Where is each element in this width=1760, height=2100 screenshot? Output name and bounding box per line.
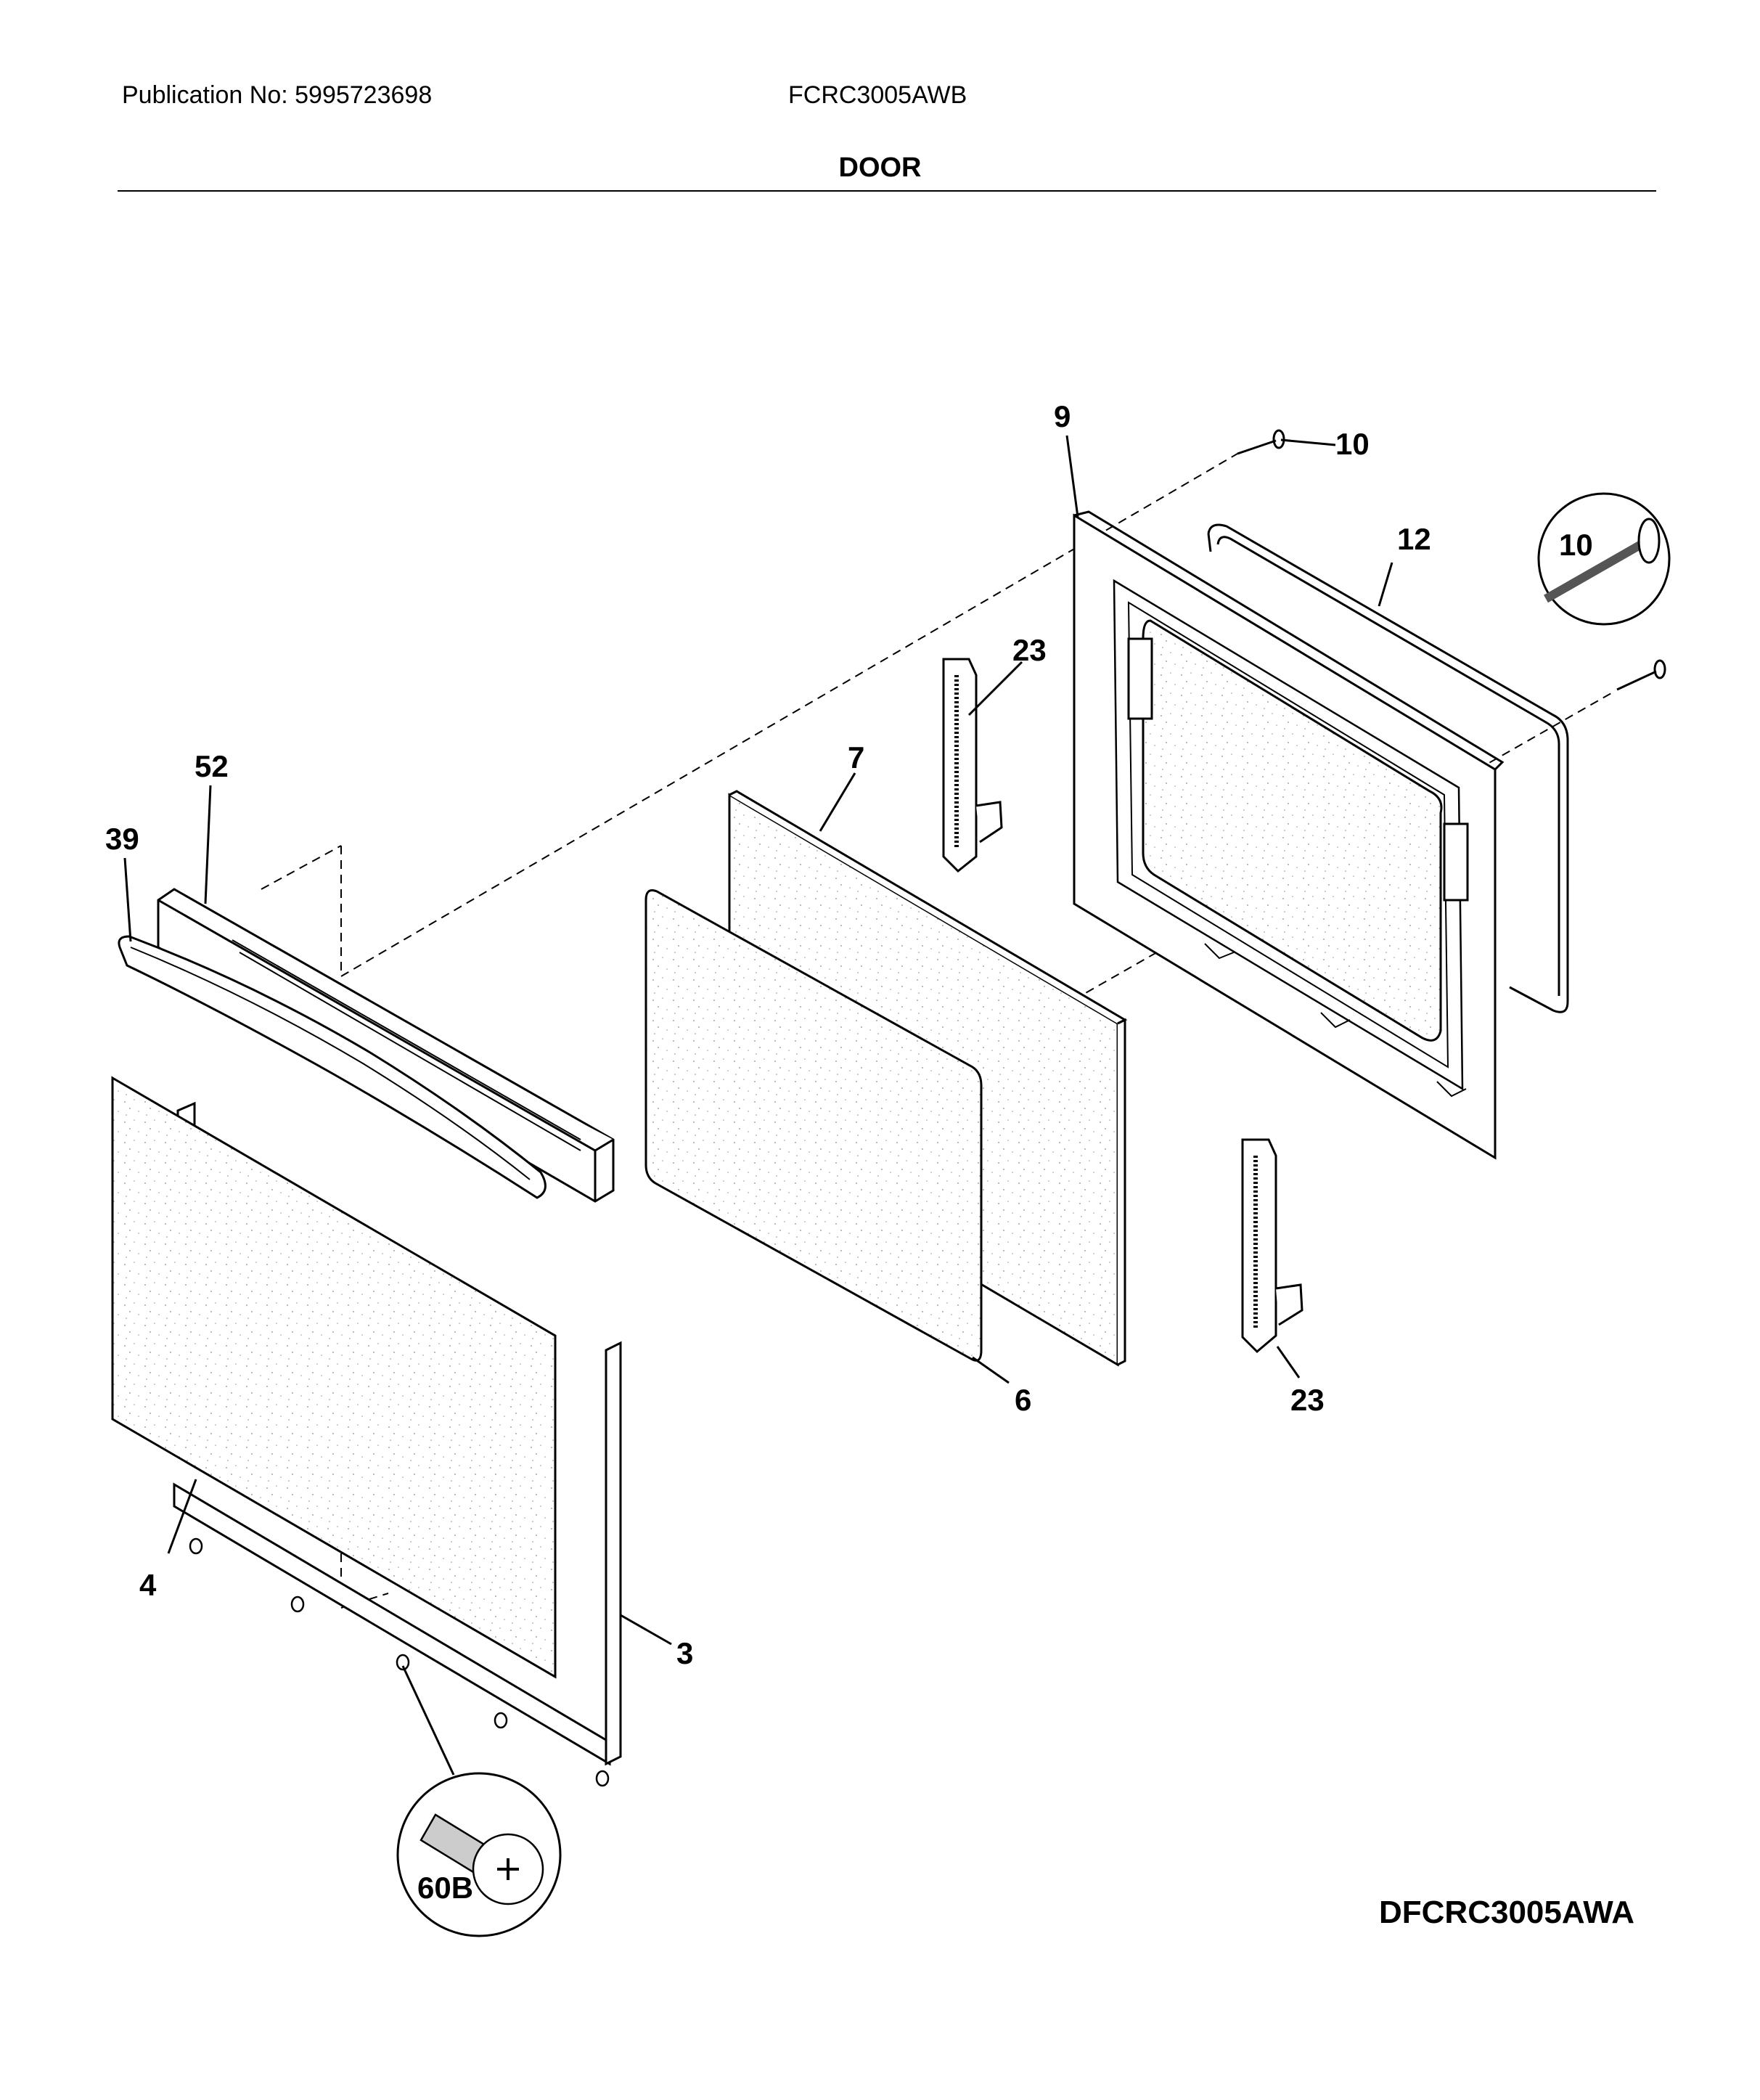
- part-52-vent-trim: [157, 888, 615, 1203]
- model-number: FCRC3005AWB: [788, 81, 967, 109]
- diagram-code: DFCRC3005AWA: [1379, 1895, 1635, 1930]
- part-6-inner-glass: [644, 889, 983, 1362]
- part-39-handle: [118, 935, 547, 1199]
- callout-60b: 60B: [417, 1871, 473, 1905]
- part-4-outer-glass: [111, 1076, 557, 1679]
- leader-lines: [123, 435, 1393, 1776]
- part-3-door-frame: [173, 1101, 622, 1766]
- callout-3: 3: [676, 1636, 693, 1670]
- part-12-gasket: [1207, 523, 1569, 1013]
- part-23-hinge-lower: [1241, 1138, 1303, 1354]
- callout-12: 12: [1397, 522, 1431, 556]
- callout-39: 39: [105, 822, 139, 856]
- header-rule: [118, 190, 1656, 192]
- callout-23-lower: 23: [1290, 1383, 1325, 1417]
- part-10-screws: [1237, 429, 1671, 691]
- callout-4: 4: [139, 1568, 157, 1602]
- part-60b-screws: [189, 1537, 610, 1937]
- callout-7: 7: [848, 740, 864, 775]
- callout-9: 9: [1054, 399, 1071, 433]
- part-9-door-liner: [1073, 510, 1505, 1160]
- section-title: DOOR: [838, 152, 922, 183]
- publication-number: Publication No: 5995723698: [122, 81, 433, 109]
- callout-52: 52: [195, 749, 229, 783]
- callout-23-upper: 23: [1012, 633, 1047, 667]
- part-23-hinge-upper: [942, 658, 1003, 873]
- callout-6: 6: [1015, 1383, 1031, 1417]
- callout-10-detail: 10: [1559, 528, 1593, 562]
- callout-10-screw: 10: [1335, 427, 1370, 461]
